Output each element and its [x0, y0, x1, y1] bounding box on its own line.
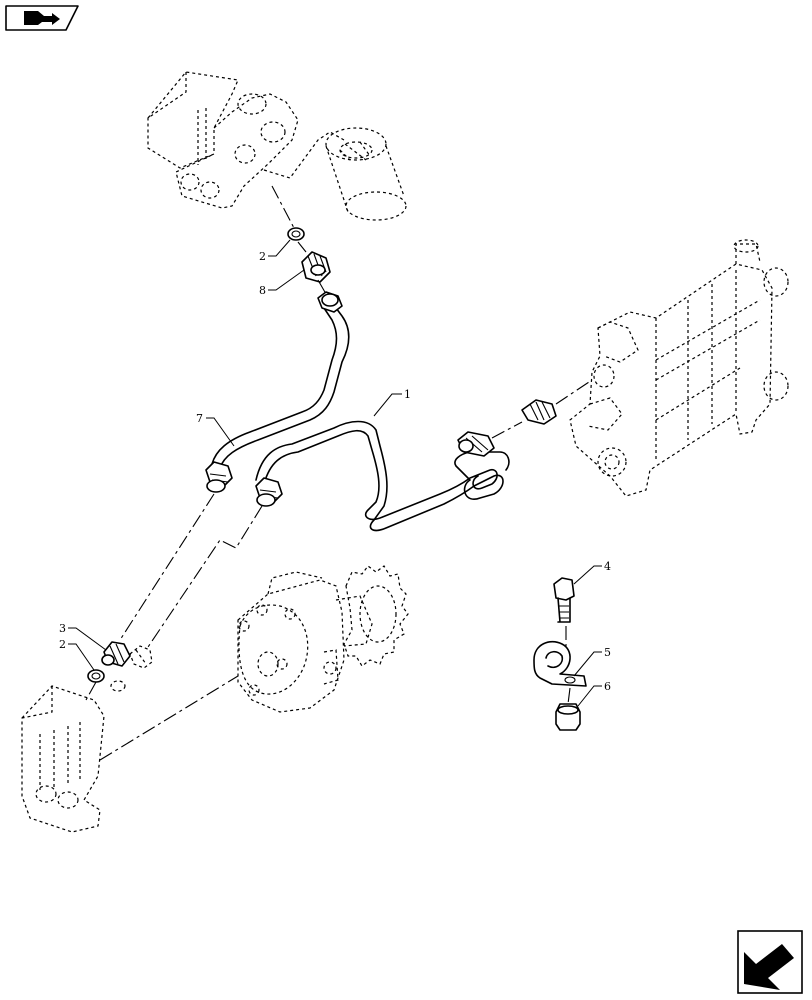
- washer-upper: [287, 227, 305, 241]
- fitting-right: [521, 399, 557, 425]
- svg-text:6: 6: [604, 680, 611, 693]
- svg-text:3: 3: [59, 622, 66, 635]
- upper-valve-housing: [147, 71, 345, 209]
- callout-5: 5: [573, 646, 611, 677]
- next-arrow-icon[interactable]: [737, 930, 803, 994]
- callout-7: 7: [196, 412, 235, 447]
- gear-pump: [237, 565, 409, 713]
- filter-canister: [325, 127, 407, 221]
- callout-8: 8: [259, 269, 305, 297]
- washer-lower: [87, 669, 105, 683]
- book-arrow-icon[interactable]: [5, 5, 79, 31]
- callout-3: 3: [59, 622, 107, 651]
- clamp-5: [533, 640, 587, 687]
- fitting-3: [101, 641, 131, 667]
- bolt-4: [553, 577, 575, 623]
- callout-6: 6: [577, 680, 611, 707]
- nut-6: [555, 703, 581, 731]
- callout-1: 1: [373, 388, 411, 417]
- callout-2-upper: 2: [259, 239, 291, 263]
- svg-text:4: 4: [604, 560, 611, 573]
- tube-1: [255, 420, 510, 532]
- callout-2-lower: 2: [59, 638, 95, 671]
- lower-left-valve: [21, 685, 105, 833]
- callout-4: 4: [573, 560, 611, 585]
- svg-text:5: 5: [604, 646, 611, 659]
- svg-text:7: 7: [196, 412, 203, 425]
- svg-text:1: 1: [404, 388, 411, 401]
- tube-7: [205, 291, 350, 493]
- svg-text:2: 2: [259, 250, 266, 263]
- fitting-upper: [301, 251, 331, 283]
- manifold-block: [569, 239, 789, 497]
- svg-text:2: 2: [59, 638, 66, 651]
- fitting-3b: [129, 645, 153, 669]
- svg-text:8: 8: [259, 284, 266, 297]
